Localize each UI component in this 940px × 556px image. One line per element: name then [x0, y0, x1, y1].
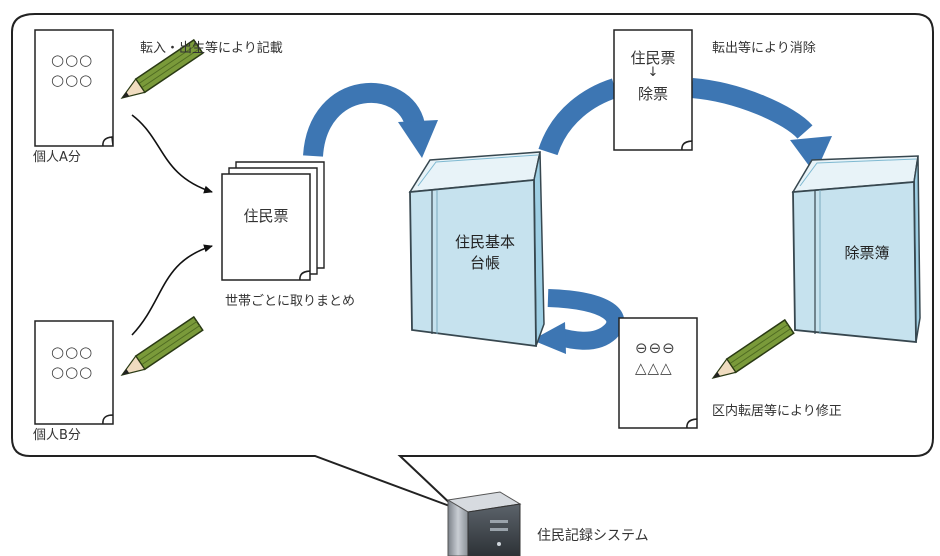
merge-arrow-from-b	[131, 244, 213, 336]
individual-b-marks-row2: ○○○	[51, 363, 94, 381]
pencil-icon	[711, 318, 795, 379]
removal-arrow-left	[538, 78, 619, 156]
pencil-icon	[120, 315, 204, 376]
household-document-stack-icon	[221, 161, 325, 281]
removal-arrow-right	[690, 78, 832, 174]
individual-a-label: 個人A分	[33, 150, 81, 165]
basic-ledger-title-line1: 住民基本	[454, 233, 515, 251]
merge-arrow-from-a	[131, 114, 213, 194]
removal-action-label: 転出等により消除	[712, 41, 816, 56]
basic-resident-register-book-icon	[408, 151, 545, 348]
household-caption: 世帯ごとに取りまとめ	[225, 294, 356, 309]
individual-b-label: 個人B分	[33, 428, 81, 443]
individual-a-marks-row2: ○○○	[51, 71, 94, 89]
removal-register-book-icon	[791, 155, 921, 343]
individual-a-action-label: 転入・出生等により記載	[140, 41, 283, 56]
correction-arrow	[532, 289, 625, 354]
individual-a-marks-row1: ○○○	[51, 51, 94, 69]
register-arrow	[303, 83, 438, 158]
correction-marks-row1: ⊖⊖⊖	[635, 339, 676, 357]
individual-a-record-icon	[34, 29, 114, 147]
correction-record-icon	[618, 317, 698, 429]
household-doc-title: 住民票	[243, 207, 289, 225]
system-label: 住民記録システム	[537, 528, 649, 544]
server-icon	[446, 491, 522, 556]
removal-doc-line2: 除票	[637, 85, 668, 103]
removal-doc-arrow: ↓	[647, 65, 659, 80]
correction-action-label: 区内転居等により修正	[712, 404, 842, 419]
pencil-icon	[120, 38, 204, 99]
individual-b-record-icon	[34, 320, 114, 425]
basic-ledger-title-line2: 台帳	[469, 254, 500, 272]
removal-doc-line1: 住民票	[630, 49, 676, 67]
removal-ledger-title: 除票簿	[844, 244, 890, 262]
individual-b-marks-row1: ○○○	[51, 343, 94, 361]
removal-record-icon	[613, 29, 693, 151]
correction-marks-row2: △△△	[635, 359, 673, 377]
